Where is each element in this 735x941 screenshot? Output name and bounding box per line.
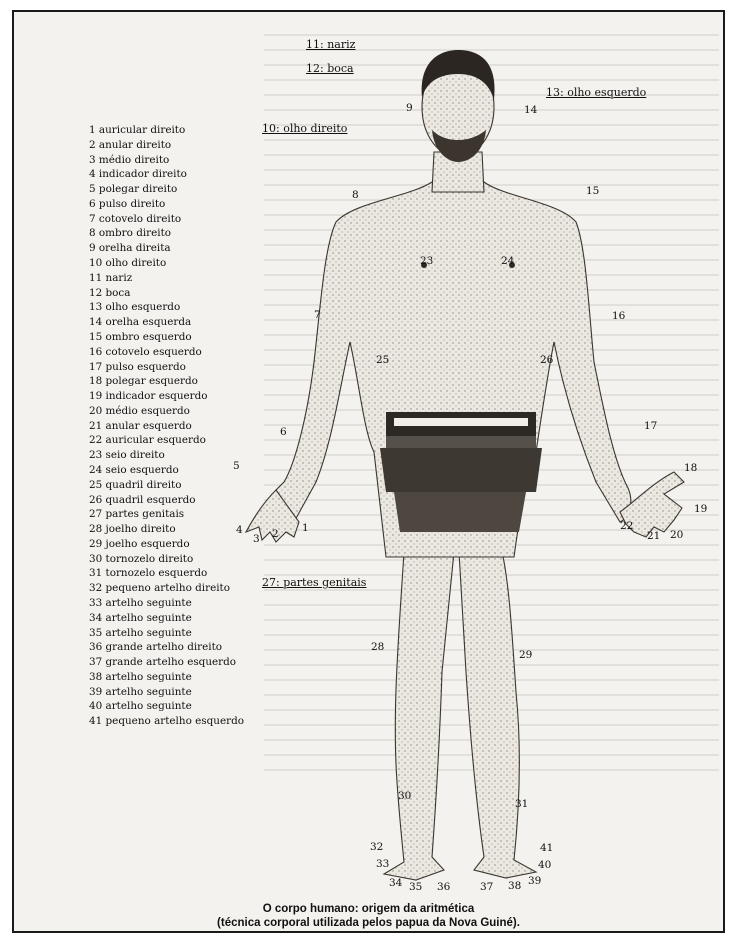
body-point-number: 38 xyxy=(508,880,521,892)
body-point-number: 33 xyxy=(376,858,389,870)
legend-item: 24 seio esquerdo xyxy=(89,463,289,478)
legend-item: 6 pulso direito xyxy=(89,197,289,212)
body-point-number: 34 xyxy=(389,877,402,889)
legend-item: 16 cotovelo esquerdo xyxy=(89,345,289,360)
body-parts-legend: 1 auricular direito 2 anular direito 3 m… xyxy=(89,123,289,729)
legend-item: 38 artelho seguinte xyxy=(89,670,289,685)
legend-item: 33 artelho seguinte xyxy=(89,596,289,611)
body-point-number: 25 xyxy=(376,354,389,366)
legend-item: 31 tornozelo esquerdo xyxy=(89,566,289,581)
legend-item: 36 grande artelho direito xyxy=(89,640,289,655)
body-point-number: 41 xyxy=(540,842,553,854)
body-point-number: 29 xyxy=(519,649,532,661)
body-point-number: 1 xyxy=(302,522,309,534)
legend-item: 26 quadril esquerdo xyxy=(89,493,289,508)
legend-item: 35 artelho seguinte xyxy=(89,626,289,641)
legend-item: 41 pequeno artelho esquerdo xyxy=(89,714,289,729)
label-nariz: 11: nariz xyxy=(306,38,355,51)
legend-item: 7 cotovelo direito xyxy=(89,212,289,227)
legend-item: 4 indicador direito xyxy=(89,167,289,182)
figure-caption: O corpo humano: origem da aritmética (té… xyxy=(14,902,723,930)
body-point-number: 28 xyxy=(371,641,384,653)
label-olho-esquerdo: 13: olho esquerdo xyxy=(546,86,646,99)
body-point-number: 22 xyxy=(620,520,633,532)
legend-item: 14 orelha esquerda xyxy=(89,315,289,330)
legend-item: 40 artelho seguinte xyxy=(89,699,289,714)
body-point-number: 36 xyxy=(437,881,450,893)
body-point-number: 32 xyxy=(370,841,383,853)
legend-item: 34 artelho seguinte xyxy=(89,611,289,626)
body-point-number: 9 xyxy=(406,102,413,114)
legend-item: 12 boca xyxy=(89,286,289,301)
legend-item: 13 olho esquerdo xyxy=(89,300,289,315)
caption-line-1: O corpo humano: origem da aritmética xyxy=(14,902,723,916)
body-point-number: 15 xyxy=(586,185,599,197)
legend-item: 18 polegar esquerdo xyxy=(89,374,289,389)
legend-item: 3 médio direito xyxy=(89,153,289,168)
body-point-number: 2 xyxy=(272,528,279,540)
body-point-number: 7 xyxy=(314,309,321,321)
body-point-number: 5 xyxy=(233,460,240,472)
body-point-number: 17 xyxy=(644,420,657,432)
legend-item: 8 ombro direito xyxy=(89,226,289,241)
body-point-number: 4 xyxy=(236,524,243,536)
legend-item: 30 tornozelo direito xyxy=(89,552,289,567)
body-point-number: 21 xyxy=(647,530,660,542)
legend-item: 2 anular direito xyxy=(89,138,289,153)
legend-item: 25 quadril direito xyxy=(89,478,289,493)
body-point-number: 35 xyxy=(409,881,422,893)
body-point-number: 31 xyxy=(515,798,528,810)
body-point-number: 8 xyxy=(352,189,359,201)
body-point-number: 23 xyxy=(420,255,433,267)
body-point-number: 14 xyxy=(524,104,537,116)
legend-item: 10 olho direito xyxy=(89,256,289,271)
legend-item: 5 polegar direito xyxy=(89,182,289,197)
body-point-number: 40 xyxy=(538,859,551,871)
legend-item: 19 indicador esquerdo xyxy=(89,389,289,404)
legend-item: 1 auricular direito xyxy=(89,123,289,138)
legend-item: 15 ombro esquerdo xyxy=(89,330,289,345)
legend-item: 17 pulso esquerdo xyxy=(89,360,289,375)
body-point-number: 6 xyxy=(280,426,287,438)
body-point-number: 19 xyxy=(694,503,707,515)
body-point-number: 18 xyxy=(684,462,697,474)
body-point-number: 24 xyxy=(501,255,514,267)
legend-item: 27 partes genitais xyxy=(89,507,289,522)
belt-and-skirt xyxy=(380,412,542,532)
body-point-number: 16 xyxy=(612,310,625,322)
body-point-number: 26 xyxy=(540,354,553,366)
legend-item: 20 médio esquerdo xyxy=(89,404,289,419)
legend-item: 23 seio direito xyxy=(89,448,289,463)
legend-item: 9 orelha direita xyxy=(89,241,289,256)
legend-item: 11 nariz xyxy=(89,271,289,286)
body-point-number: 30 xyxy=(398,790,411,802)
legend-item: 39 artelho seguinte xyxy=(89,685,289,700)
body-point-number: 20 xyxy=(670,529,683,541)
caption-line-2: (técnica corporal utilizada pelos papua … xyxy=(14,916,723,930)
body-point-number: 3 xyxy=(253,533,260,545)
legend-item: 37 grande artelho esquerdo xyxy=(89,655,289,670)
body-point-number: 37 xyxy=(480,881,493,893)
body-point-number: 39 xyxy=(528,875,541,887)
label-boca: 12: boca xyxy=(306,62,354,75)
legend-item: 22 auricular esquerdo xyxy=(89,433,289,448)
legend-item: 32 pequeno artelho direito xyxy=(89,581,289,596)
legend-item: 21 anular esquerdo xyxy=(89,419,289,434)
book-page: 11: nariz 12: boca 13: olho esquerdo 10:… xyxy=(12,10,725,933)
